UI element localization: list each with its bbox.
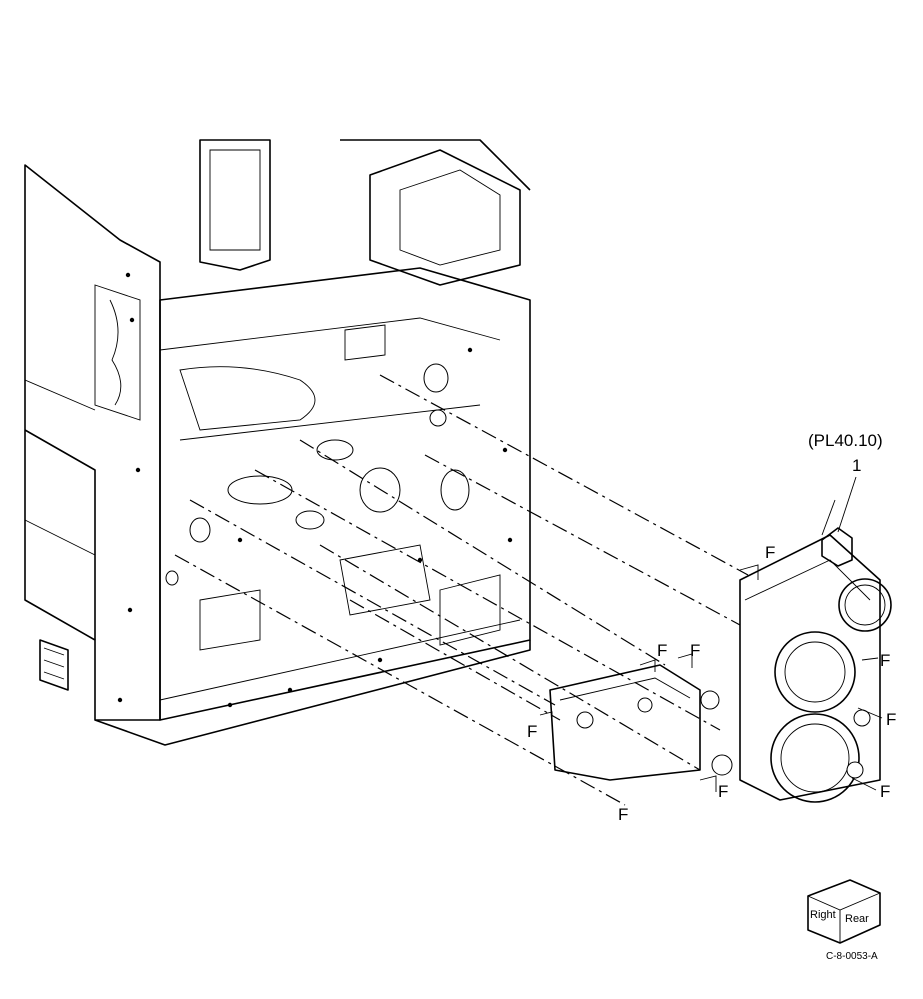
figure-code: C-8-0053-A [826, 951, 878, 962]
fastener-labels: F F F F F F F F F [527, 543, 896, 824]
main-frame [24, 139, 531, 746]
fastener-label: F [718, 782, 728, 801]
alignment-lines [174, 374, 749, 806]
fastener-label: F [765, 543, 775, 562]
fastener-label: F [527, 722, 537, 741]
orientation-cube: Right Rear [807, 879, 881, 944]
fastener-label: F [880, 782, 890, 801]
orientation-right: Right [810, 909, 836, 921]
part-callout: (PL40.10) 1 [808, 431, 883, 533]
fastener-label: F [618, 805, 628, 824]
fastener-label: F [880, 651, 890, 670]
drive-assembly [539, 499, 892, 803]
fastener-label: F [690, 641, 700, 660]
callout-ref: (PL40.10) [808, 431, 883, 450]
fastener-label: F [657, 641, 667, 660]
orientation-rear: Rear [845, 913, 869, 925]
callout-item: 1 [852, 456, 861, 475]
fastener-label: F [886, 710, 896, 729]
